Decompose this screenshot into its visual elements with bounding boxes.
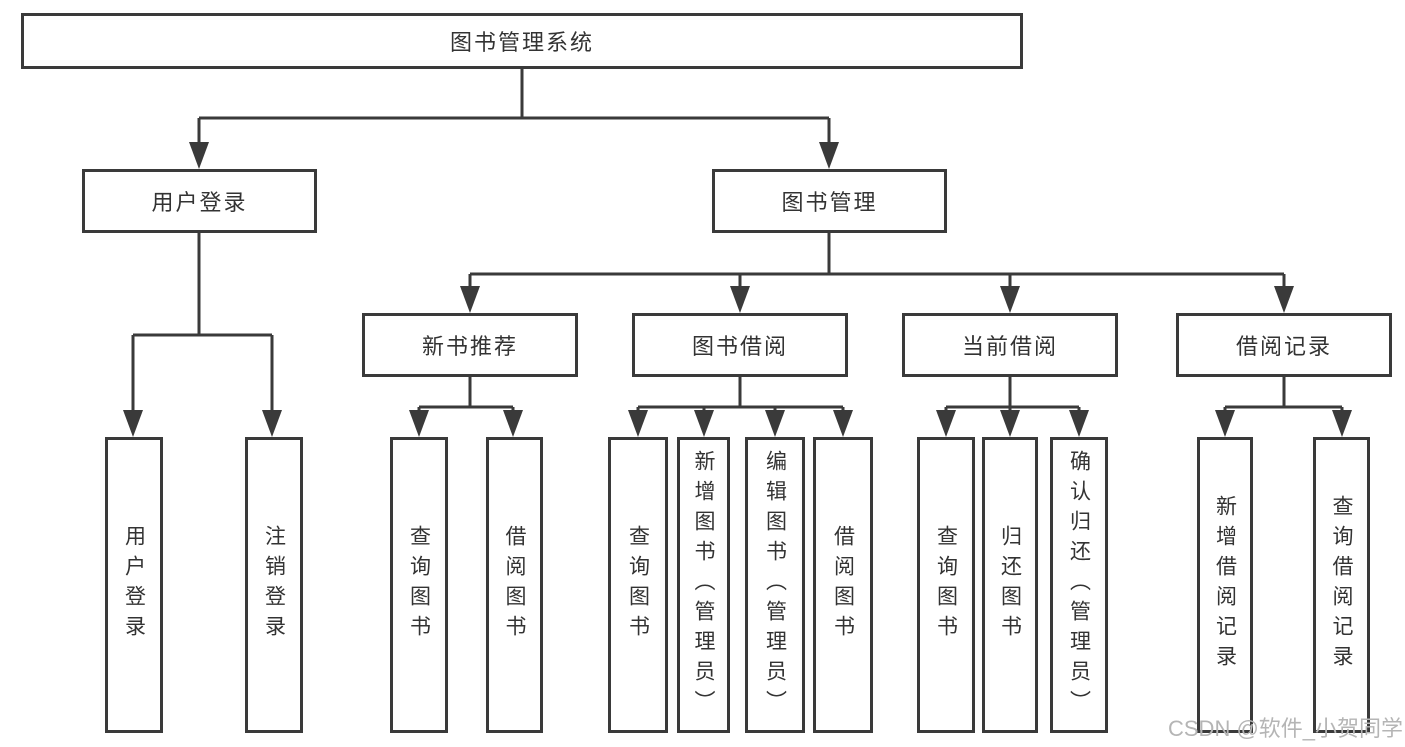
node-user-login-label: 用户登录	[151, 190, 248, 215]
node-leaf-logout-label: 注销登录	[262, 525, 286, 645]
node-leaf-borrow-books-2: 借阅图书	[813, 437, 873, 733]
node-leaf-confirm-return-admin-label: 确认归还（管理员）	[1067, 450, 1091, 720]
node-current-borrow-label: 当前借阅	[961, 334, 1058, 359]
node-new-book-recommend-label: 新书推荐	[421, 334, 518, 359]
node-new-book-recommend: 新书推荐	[362, 313, 578, 377]
node-leaf-add-book-admin-label: 新增图书（管理员）	[692, 450, 715, 720]
node-root-system: 图书管理系统	[21, 13, 1023, 69]
node-borrow-records-label: 借阅记录	[1235, 334, 1332, 359]
node-leaf-borrow-books-2-label: 借阅图书	[831, 525, 855, 645]
node-leaf-borrow-books: 借阅图书	[486, 437, 543, 733]
node-leaf-user-login: 用户登录	[105, 437, 163, 733]
node-borrow-records: 借阅记录	[1176, 313, 1392, 377]
node-leaf-query-books-2: 查询图书	[608, 437, 668, 733]
node-leaf-confirm-return-admin: 确认归还（管理员）	[1050, 437, 1108, 733]
node-book-borrow-label: 图书借阅	[691, 334, 788, 359]
node-leaf-add-borrow-record: 新增借阅记录	[1197, 437, 1253, 733]
node-leaf-query-books: 查询图书	[390, 437, 448, 733]
node-leaf-add-borrow-record-label: 新增借阅记录	[1213, 495, 1237, 675]
csdn-watermark: CSDN @软件_小贺同学	[1168, 716, 1404, 741]
node-leaf-logout: 注销登录	[245, 437, 303, 733]
arrowhead-icons	[123, 142, 1352, 437]
node-leaf-return-books: 归还图书	[982, 437, 1038, 733]
node-book-management: 图书管理	[712, 169, 947, 233]
node-leaf-borrow-books-label: 借阅图书	[503, 525, 526, 645]
node-leaf-query-books-3: 查询图书	[917, 437, 975, 733]
node-book-borrow: 图书借阅	[632, 313, 848, 377]
node-root-label: 图书管理系统	[449, 30, 594, 55]
node-leaf-edit-book-admin: 编辑图书（管理员）	[745, 437, 805, 733]
node-leaf-edit-book-admin-label: 编辑图书（管理员）	[763, 450, 787, 720]
node-leaf-return-books-label: 归还图书	[998, 525, 1022, 645]
node-book-management-label: 图书管理	[781, 190, 878, 215]
node-leaf-query-books-2-label: 查询图书	[626, 525, 650, 645]
node-leaf-query-borrow-record-label: 查询借阅记录	[1330, 495, 1353, 675]
node-leaf-query-books-3-label: 查询图书	[934, 525, 958, 645]
node-current-borrow: 当前借阅	[902, 313, 1118, 377]
node-leaf-query-borrow-record: 查询借阅记录	[1313, 437, 1370, 733]
node-leaf-user-login-label: 用户登录	[122, 525, 146, 645]
node-user-login: 用户登录	[82, 169, 317, 233]
node-leaf-add-book-admin: 新增图书（管理员）	[677, 437, 730, 733]
node-leaf-query-books-label: 查询图书	[407, 525, 431, 645]
